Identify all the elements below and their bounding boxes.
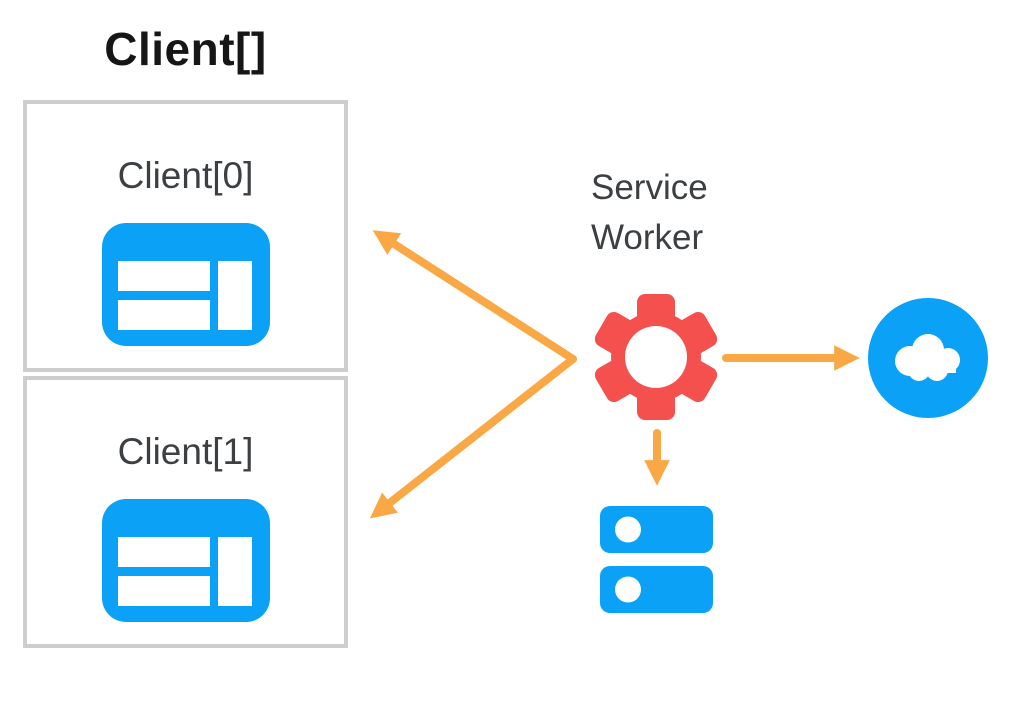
gear-icon xyxy=(591,292,721,427)
client-1-label: Client[1] xyxy=(117,431,254,472)
browser-window-icon xyxy=(101,222,270,351)
diagram-title: Client[] xyxy=(104,23,267,75)
service-worker-label: Service Worker xyxy=(591,168,708,257)
arrow-to-client-0 xyxy=(372,230,577,363)
arrow-to-client-1 xyxy=(369,355,577,519)
client-1-box: Client[1] xyxy=(23,376,348,648)
server-stack-icon xyxy=(598,504,716,621)
cloud-icon xyxy=(868,298,988,423)
client-0-label: Client[0] xyxy=(117,155,254,196)
client-0-box: Client[0] xyxy=(23,100,348,372)
browser-window-icon xyxy=(101,498,270,627)
